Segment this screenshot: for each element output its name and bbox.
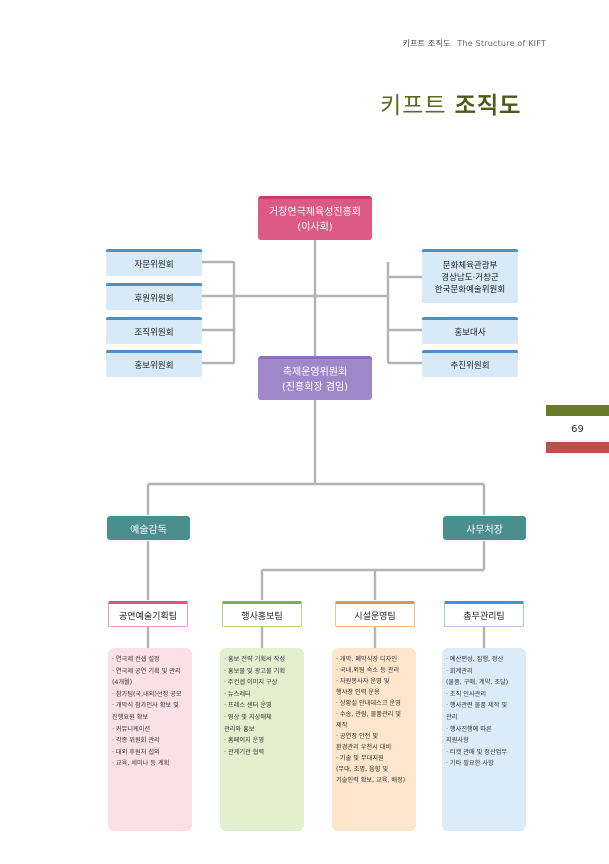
duty-item: · 홈페이지 운영 (224, 737, 265, 745)
team-event-publicity: 행사홍보팀 (222, 601, 302, 627)
duty-item: · 교육, 세미나 등 계획 (112, 760, 170, 768)
duty-item: · 회계관리 (446, 667, 473, 675)
government-partners-box: 문화체육관광부 경상남도·거창군 한국문화예술위원회 (422, 249, 518, 303)
duty-item: · 관계기관 협력 (224, 748, 265, 756)
duty-item: 행사장 인력 운용 (336, 689, 380, 696)
duty-item: · 각종 위원회 관리 (112, 737, 160, 745)
duty-item: · 영상 및 지상매체 (224, 713, 272, 721)
ops-line2: (진흥회장 겸임) (281, 381, 349, 393)
duty-item: · 개막, 폐막식장 디자인 (336, 656, 398, 663)
page-header: 키프트 조직도 The Structure of KIFT (0, 38, 546, 49)
duty-item: · 커뮤니케이션 (112, 725, 151, 733)
root-line2: (이사회) (297, 221, 333, 233)
partner-line3: 한국문화예술위원회 (434, 284, 506, 295)
duty-item: · 기타 필요한 사항 (446, 760, 494, 768)
promotion-committee-box: 추진위원회 (422, 350, 518, 377)
duty-item: 기술인력 확보, 교육, 배정) (336, 777, 406, 784)
duty-item: · 참가팀(국,내외)선정 공모 (112, 690, 182, 698)
team-general-affairs: 총무관리팀 (444, 601, 524, 627)
page-title: 키프트 조직도 (380, 86, 521, 120)
duty-item: · 수송, 관람, 물품관리 및 (336, 711, 401, 718)
title-light: 키프트 (380, 93, 447, 119)
header-ko: 키프트 조직도 (402, 39, 451, 48)
duty-item: · 연극제 공연 기획 및 관리 (112, 667, 181, 675)
duty-item: 지원사항 (446, 737, 469, 745)
partner-line2: 경상남도·거창군 (441, 272, 499, 283)
team-duties-list: · 연극제 컨셉 설정 · 연극제 공연 기획 및 관리 (4개월) · 참가팀… (108, 648, 192, 831)
duty-item: · 기술 및 무대지원 (336, 755, 384, 762)
duty-item: · 티켓 관매 및 정산업무 (446, 748, 508, 756)
duty-item: · 연극제 컨셉 설정 (112, 656, 160, 663)
duty-item: 제작 (336, 722, 348, 729)
secretary-general-box: 사무처장 (443, 516, 526, 540)
tab-stripe-green (546, 405, 609, 416)
ops-line1: 축제운영위원회 (282, 366, 348, 378)
team-duties-list: · 예산편성, 집행, 정산 · 회계관리 (물품, 구매, 계약, 조달) ·… (442, 648, 526, 831)
duty-item: · 행사진행에 따른 (446, 725, 492, 733)
header-en: The Structure of KIFT (457, 39, 546, 48)
title-bold: 조직도 (454, 93, 522, 119)
duty-item: · 행사관련 물품 제작 및 (446, 702, 508, 710)
duty-item: · 상황실 안내데스크 운영 (336, 700, 401, 707)
tab-stripe-red (546, 442, 609, 453)
duty-item: · 국내,외팀 숙소 등 관리 (336, 667, 400, 674)
art-director-box: 예술감독 (107, 516, 190, 540)
duty-item: (4개월) (112, 679, 133, 687)
duty-item: 환경관리 우천시 대비 (336, 744, 392, 751)
duty-item: · 공연장 안전 및 (336, 733, 379, 740)
duty-item: (물품, 구매, 계약, 조달) (446, 679, 509, 687)
duty-item: · 개막식 참가인사 확보 및 (112, 702, 179, 710)
duty-item: · 뉴스레터 (224, 690, 251, 698)
committee-publicity: 홍보위원회 (106, 350, 202, 377)
duty-item: · 예산편성, 집행, 정산 (446, 656, 504, 663)
duty-item: · 대외 후원처 섭외 (112, 748, 160, 756)
duty-item: · 주컨셉 이미지 구상 (224, 679, 278, 687)
page-number: 69 (546, 416, 609, 442)
duty-item: (무대, 조명, 음향 및 (336, 766, 389, 773)
committee-advisory: 자문위원회 (106, 249, 202, 276)
duty-item: · 자원봉사자 운영 및 (336, 678, 390, 685)
duty-item: 관리 (446, 713, 458, 721)
festival-operations-committee-box: 축제운영위원회 (진흥회장 겸임) (258, 356, 372, 400)
duty-item: 진행요원 확보 (112, 713, 149, 721)
team-performance-planning: 공연예술기획팀 (108, 601, 188, 627)
team-duties-list: · 홍보 전략 기획서 작성 · 홍보물 및 광고물 기획 · 주컨셉 이미지 … (220, 648, 304, 831)
root-line1: 거창연극제육성진흥회 (269, 206, 361, 218)
duty-item: 관리와 홍보 (224, 725, 255, 733)
duty-item: · 홍보 전략 기획서 작성 (224, 656, 286, 663)
team-duties-list: · 개막, 폐막식장 디자인 · 국내,외팀 숙소 등 관리 · 자원봉사자 운… (332, 648, 416, 831)
partner-line1: 문화체육관광부 (442, 260, 498, 271)
duty-item: · 프레스 센터 운영 (224, 702, 272, 710)
duty-item: · 홍보물 및 광고물 기획 (224, 667, 286, 675)
committee-organizing: 조직위원회 (106, 317, 202, 344)
duty-item: · 조직 인사관리 (446, 690, 487, 698)
team-facility-operations: 시설운영팀 (335, 601, 415, 627)
ambassador-box: 홍보대사 (422, 317, 518, 344)
page-number-tab: 69 (546, 405, 609, 453)
board-of-directors-box: 거창연극제육성진흥회 (이사회) (258, 196, 372, 240)
committee-sponsor: 후원위원회 (106, 283, 202, 310)
